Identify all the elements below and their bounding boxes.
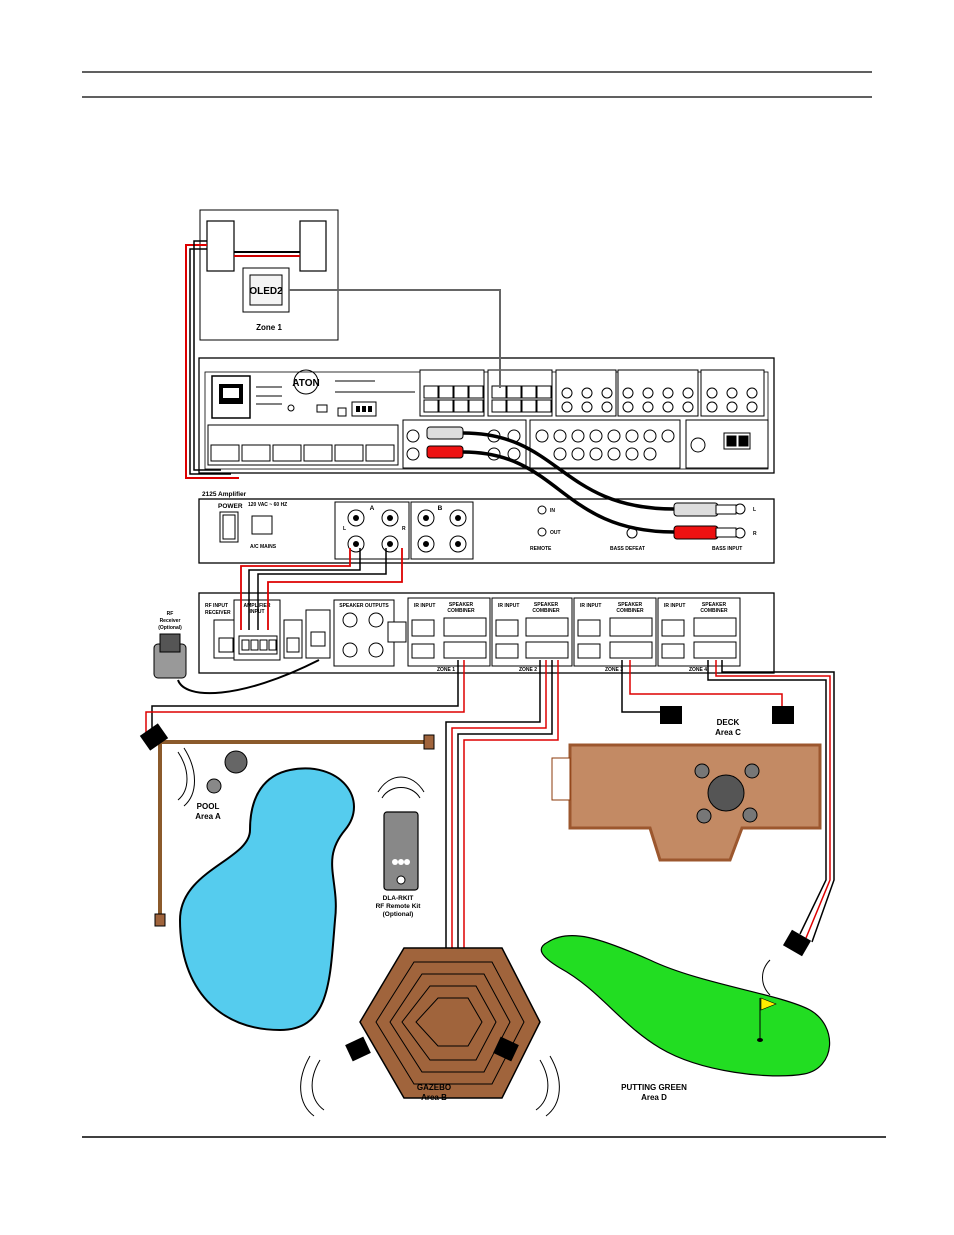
svg-text:(Optional): (Optional) xyxy=(383,911,414,918)
deck-speaker-left xyxy=(660,706,682,724)
rj45-ports-1 xyxy=(419,369,485,417)
svg-text:SPEAKER OUTPUTS: SPEAKER OUTPUTS xyxy=(339,603,389,609)
gazebo-speaker-left xyxy=(345,1036,371,1062)
gazebo-area: GAZEBO Area B xyxy=(300,947,560,1117)
svg-text:Area C: Area C xyxy=(715,728,741,737)
zone1-label: Zone 1 xyxy=(256,323,282,332)
zone-terminals xyxy=(207,424,399,466)
svg-text:Area A: Area A xyxy=(195,812,221,821)
keypad-label: OLED2 xyxy=(249,286,283,297)
pool-speaker xyxy=(139,723,169,751)
rca-cable-red xyxy=(462,450,675,534)
controller-rca-plug-white xyxy=(426,426,464,440)
svg-text:A/C MAINS: A/C MAINS xyxy=(250,544,277,550)
combiner-zone-1 xyxy=(407,597,491,667)
putting-speaker xyxy=(782,929,812,957)
rf-remote-kit: DLA-RKIT RF Remote Kit (Optional) xyxy=(376,776,425,918)
svg-text:REMOTE: REMOTE xyxy=(530,546,552,552)
amp-input-a xyxy=(334,501,410,560)
svg-text:COMBINER: COMBINER xyxy=(532,608,560,614)
deck-floor xyxy=(568,743,822,862)
keypad-cable xyxy=(289,289,501,388)
amplifier-title: 2125 Amplifier xyxy=(202,491,247,498)
svg-text:R: R xyxy=(753,531,757,537)
svg-text:OUT: OUT xyxy=(550,530,561,536)
speaker-combiner-unit: RF INPUT RECEIVER AMPLIFIER INPUT SPEAKE… xyxy=(198,592,775,674)
amp-to-combiner-wires xyxy=(240,548,403,630)
svg-text:IR INPUT: IR INPUT xyxy=(664,603,685,609)
rca-cable-white xyxy=(462,431,675,511)
rf-receiver: RF Receiver (Optional) xyxy=(153,611,320,695)
svg-text:INPUT: INPUT xyxy=(250,609,265,615)
rca-input-group-2 xyxy=(617,369,699,417)
combiner-zone-3 xyxy=(573,597,657,667)
svg-text:Receiver: Receiver xyxy=(160,618,181,624)
brand-logo: ATON xyxy=(292,378,319,389)
zone1-speaker-left xyxy=(206,220,235,272)
combiner-zone-4 xyxy=(657,597,741,667)
svg-text:RF: RF xyxy=(167,611,174,617)
svg-text:BASS INPUT: BASS INPUT xyxy=(712,546,742,552)
amp-rca-plug-white xyxy=(673,502,719,517)
rca-input-group-1 xyxy=(555,369,617,417)
rca-input-group-3 xyxy=(700,369,765,417)
gazebo-speaker-right xyxy=(493,1036,519,1062)
amplifier-2125: 2125 Amplifier POWER 120 VAC ~ 60 HZ A/C… xyxy=(198,491,775,564)
svg-text:COMBINER: COMBINER xyxy=(447,608,475,614)
svg-text:RF INPUT: RF INPUT xyxy=(205,603,228,609)
svg-text:POWER: POWER xyxy=(218,503,243,510)
svg-text:IR INPUT: IR INPUT xyxy=(414,603,435,609)
rca-output-row xyxy=(402,419,769,469)
svg-text:RF Remote Kit: RF Remote Kit xyxy=(376,903,422,910)
pool-label: POOL xyxy=(197,802,220,811)
svg-text:COMBINER: COMBINER xyxy=(616,608,644,614)
system-controller: ATON xyxy=(198,357,775,474)
pool-water xyxy=(178,767,355,1032)
svg-text:(Optional): (Optional) xyxy=(158,625,182,631)
svg-text:ZONE 3: ZONE 3 xyxy=(605,667,623,673)
deck-speaker-right xyxy=(772,706,794,724)
svg-text:IN: IN xyxy=(550,508,555,514)
deck-label: DECK xyxy=(717,718,740,727)
svg-text:DLA-RKIT: DLA-RKIT xyxy=(383,895,414,902)
svg-text:SPEAKER: SPEAKER xyxy=(449,602,474,608)
putting-green-area: PUTTING GREEN Area D xyxy=(540,929,831,1102)
controller-rca-plug-red xyxy=(426,445,464,459)
combiner-zone-2 xyxy=(491,597,573,667)
svg-text:L: L xyxy=(753,507,756,513)
svg-text:SPEAKER: SPEAKER xyxy=(702,602,727,608)
svg-text:ZONE 4: ZONE 4 xyxy=(689,667,707,673)
svg-text:A: A xyxy=(370,505,375,512)
svg-text:IR INPUT: IR INPUT xyxy=(580,603,601,609)
zone1-room: OLED2 Zone 1 xyxy=(199,209,339,341)
svg-text:120 VAC ~ 60 HZ: 120 VAC ~ 60 HZ xyxy=(248,502,287,508)
svg-text:COMBINER: COMBINER xyxy=(700,608,728,614)
svg-text:IR INPUT: IR INPUT xyxy=(498,603,519,609)
svg-text:R: R xyxy=(402,526,406,532)
pool-area: POOL Area A xyxy=(139,723,435,1032)
svg-text:ZONE 2: ZONE 2 xyxy=(519,667,537,673)
svg-text:BASS DEFEAT: BASS DEFEAT xyxy=(610,546,645,552)
svg-text:SPEAKER: SPEAKER xyxy=(534,602,559,608)
rj45-ports-2 xyxy=(487,369,553,417)
zone1-speaker-wires xyxy=(185,240,239,479)
deck-area: DECK Area C xyxy=(551,706,822,862)
svg-text:AMPLIFIER: AMPLIFIER xyxy=(244,603,271,609)
svg-text:ZONE 1: ZONE 1 xyxy=(437,667,455,673)
gazebo-structure xyxy=(359,947,541,1099)
svg-text:SPEAKER: SPEAKER xyxy=(618,602,643,608)
svg-text:RECEIVER: RECEIVER xyxy=(205,610,231,616)
gazebo-label: GAZEBO xyxy=(417,1083,451,1092)
svg-text:B: B xyxy=(438,505,443,512)
svg-text:Area B: Area B xyxy=(421,1093,447,1102)
amp-rca-plug-red xyxy=(673,525,719,540)
svg-text:L: L xyxy=(343,526,346,532)
zone-output-wires xyxy=(145,660,835,950)
zone1-speaker-right xyxy=(299,220,327,272)
svg-text:Area D: Area D xyxy=(641,1093,667,1102)
putting-green xyxy=(540,935,831,1077)
putting-label: PUTTING GREEN xyxy=(621,1083,687,1092)
